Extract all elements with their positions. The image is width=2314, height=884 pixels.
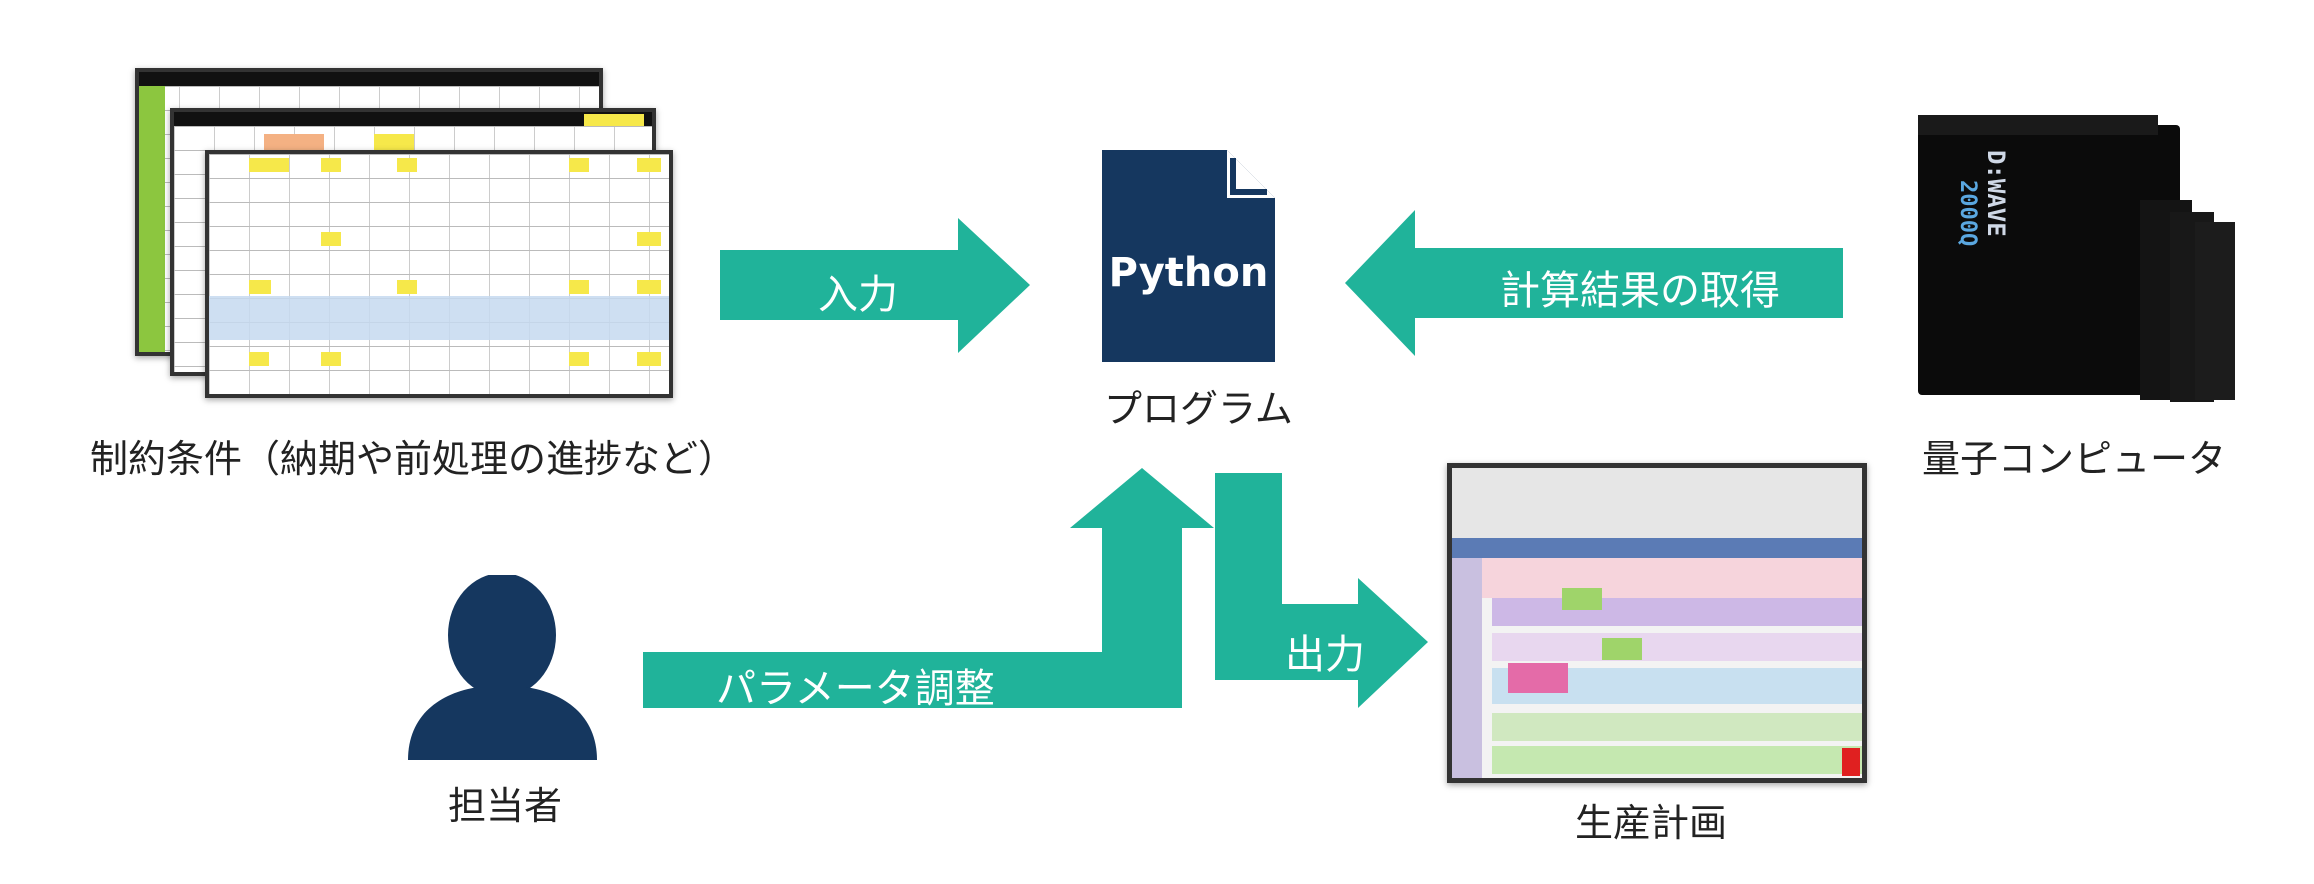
caption-constraints: 制約条件（納期や前処理の進捗など）	[90, 437, 737, 481]
result-arrow	[1345, 210, 1843, 356]
person-icon	[400, 573, 605, 760]
dwave-model: 2000Q	[1955, 180, 1980, 246]
python-text: Python	[1108, 250, 1269, 296]
input-arrow	[720, 218, 1030, 353]
dwave-model-text: 2000Q	[1955, 180, 1980, 247]
caption-quantum: 量子コンピュータ	[1922, 437, 2227, 481]
output-arrow	[1215, 473, 1428, 708]
caption-plan: 生産計画	[1575, 801, 1728, 845]
caption-program: プログラム	[1104, 387, 1293, 431]
document-icon: Python	[1102, 150, 1275, 362]
sheet-front	[205, 150, 673, 398]
label-output: 出力	[1285, 632, 1365, 678]
label-param: パラメータ調整	[716, 666, 995, 712]
param-arrow	[643, 468, 1214, 708]
label-input: 入力	[818, 272, 898, 318]
production-plan-image	[1447, 463, 1867, 783]
caption-person: 担当者	[448, 784, 563, 828]
label-result: 計算結果の取得	[1500, 268, 1780, 314]
dwave-brand: D:WAVE	[1982, 150, 2010, 237]
